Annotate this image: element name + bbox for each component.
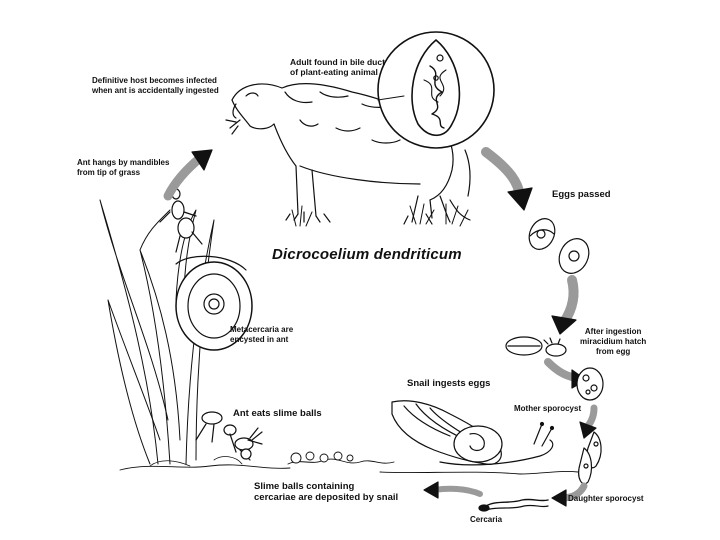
sheep-illustration <box>225 83 471 225</box>
label-snail-ingests: Snail ingests eggs <box>407 378 491 389</box>
ground-line <box>287 451 579 475</box>
arrow-eggs-to-miracidium <box>559 275 579 327</box>
diagram-title: Dicrocoelium dendriticum <box>272 246 462 263</box>
label-adult-found: Adult found in bile duct of plant-eating… <box>290 57 385 77</box>
left-ground <box>119 464 291 471</box>
label-ant-eats: Ant eats slime balls <box>233 408 322 419</box>
label-ant-hangs: Ant hangs by mandibles from tip of grass <box>77 158 170 177</box>
ant-eating-illustration <box>195 411 263 461</box>
daughter-sporocyst-illustration <box>578 431 602 485</box>
label-slime-balls: Slime balls containing cercariae are dep… <box>254 481 399 503</box>
label-after-ingestion: After ingestion miracidium hatch from eg… <box>580 327 647 356</box>
mother-sporocyst-illustration <box>576 367 604 401</box>
arrow-to-slime-balls <box>431 485 483 497</box>
arrow-to-eggs <box>481 147 525 201</box>
label-cercaria: Cercaria <box>470 515 503 524</box>
cercaria-illustration <box>478 498 549 512</box>
label-mother-sporocyst: Mother sporocyst <box>514 404 582 413</box>
grass-blades <box>99 199 215 465</box>
label-eggs-passed: Eggs passed <box>552 189 611 200</box>
label-daughter-sporocyst: Daughter sporocyst <box>568 494 644 503</box>
metacercaria-inset <box>175 255 253 351</box>
label-definitive-host: Definitive host becomes infected when an… <box>92 76 219 95</box>
hatching-egg-illustration <box>505 336 567 357</box>
eggs-illustration <box>528 218 590 274</box>
arrow-ant-to-sheep <box>163 153 205 201</box>
ant-on-grass-illustration <box>159 188 203 253</box>
adult-fluke-inset <box>377 31 495 149</box>
snail-illustration <box>391 400 555 466</box>
label-metacercaria: Metacercaria are encysted in ant <box>230 325 294 344</box>
grass-tufts <box>291 203 469 227</box>
